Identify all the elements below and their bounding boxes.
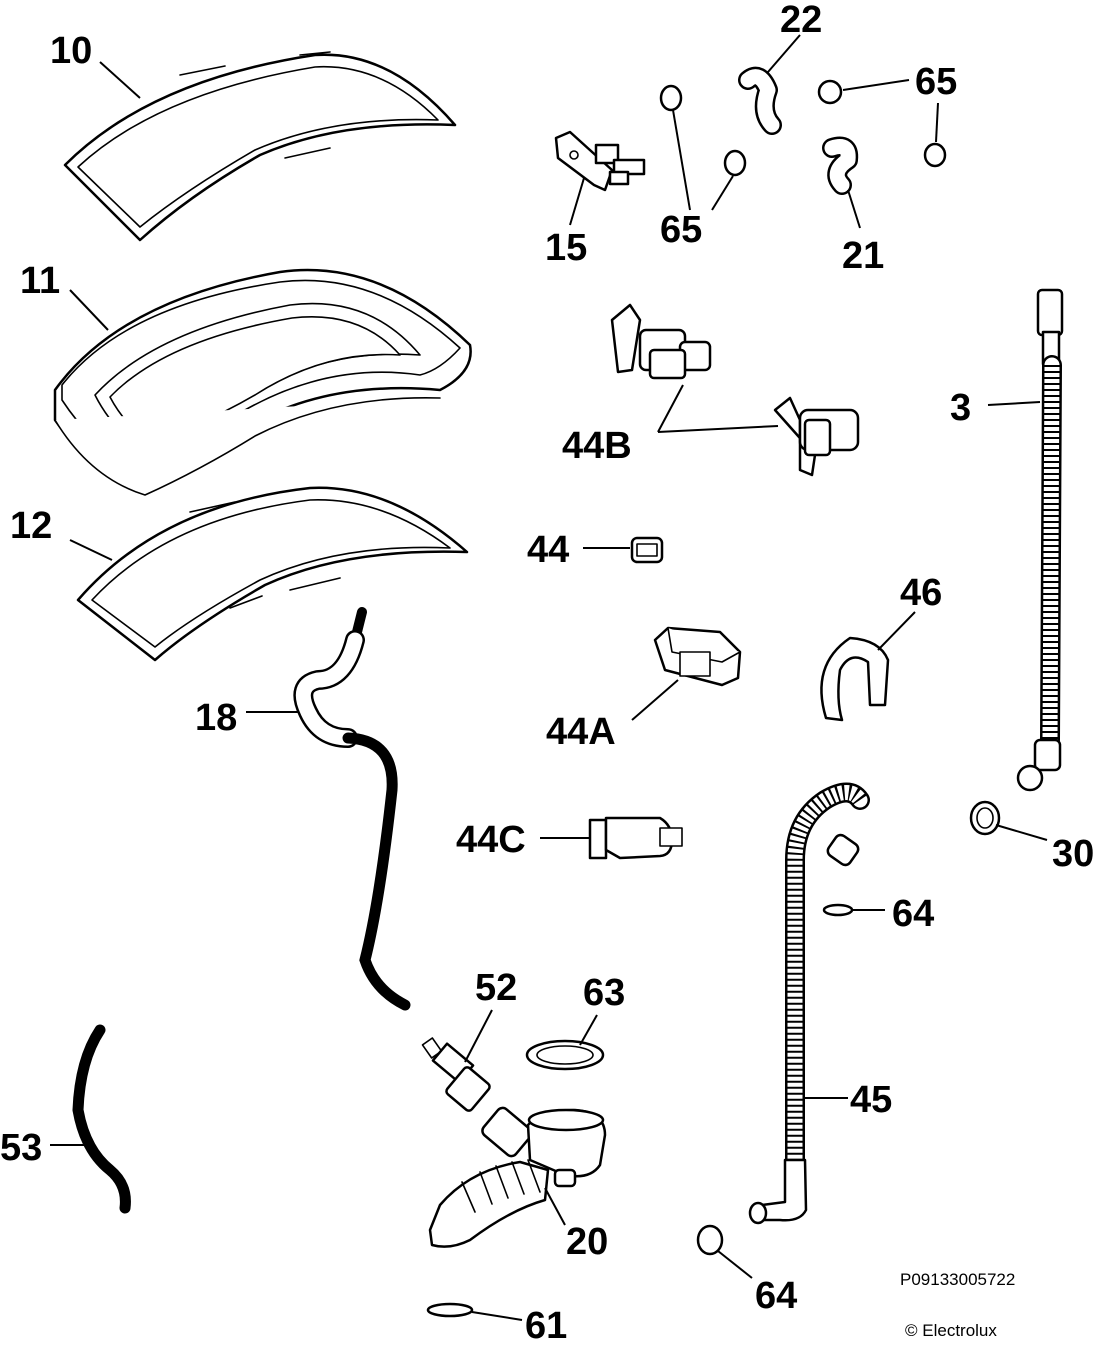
callout-15: 15 [545, 227, 587, 269]
callout-53: 53 [0, 1127, 42, 1169]
part-18-hose [293, 607, 411, 1011]
callout-46: 46 [900, 572, 942, 614]
part-15-valve [554, 130, 646, 192]
callout-18: 18 [195, 697, 237, 739]
callout-21: 21 [842, 235, 884, 277]
callout-65-center: 65 [660, 209, 702, 251]
part-21-elbow-hose [822, 136, 859, 195]
part-10-seal-frame [63, 51, 457, 242]
part-30-ring [969, 800, 1001, 836]
part-44c-bracket [588, 816, 683, 860]
part-3-inlet-hose [1016, 288, 1064, 792]
callout-22: 22 [780, 0, 822, 41]
callout-30: 30 [1052, 833, 1094, 875]
copyright-label: © Electrolux [905, 1321, 997, 1340]
callout-64-upper: 64 [892, 893, 934, 935]
part-64-clips [696, 903, 854, 1256]
part-65-rings [659, 79, 947, 177]
callout-20: 20 [566, 1221, 608, 1263]
part-61-clip [426, 1302, 474, 1318]
part-11-door-assembly [53, 268, 472, 496]
callout-10: 10 [50, 30, 92, 72]
part-45-drain-hose [748, 782, 870, 1225]
part-44a-bracket [653, 626, 742, 687]
callout-44a: 44A [546, 711, 616, 753]
callout-11: 11 [20, 260, 60, 302]
part-number-label: P09133005722 [900, 1270, 1015, 1289]
part-52-connector [421, 1037, 491, 1112]
part-46-hose-guide [820, 636, 890, 722]
callout-52: 52 [475, 967, 517, 1009]
part-12-inner-frame [76, 486, 469, 662]
callout-44: 44 [527, 529, 569, 571]
callout-65-top-right: 65 [915, 61, 957, 103]
callout-44b: 44B [562, 425, 632, 467]
part-44-clip [630, 536, 664, 564]
callout-44c: 44C [456, 819, 526, 861]
part-44b-clamps [610, 303, 860, 477]
part-63-clamp [525, 1039, 605, 1071]
leader-lines [50, 34, 1048, 1321]
callout-3: 3 [950, 387, 971, 429]
callout-63: 63 [583, 972, 625, 1014]
callout-45: 45 [850, 1079, 892, 1121]
part-20-sump-hose [428, 1106, 607, 1248]
callout-12: 12 [10, 505, 52, 547]
callout-64-lower: 64 [755, 1275, 797, 1317]
part-22-elbow-hose [738, 66, 782, 135]
part-53-hose [72, 1024, 131, 1214]
callout-61: 61 [525, 1305, 567, 1346]
